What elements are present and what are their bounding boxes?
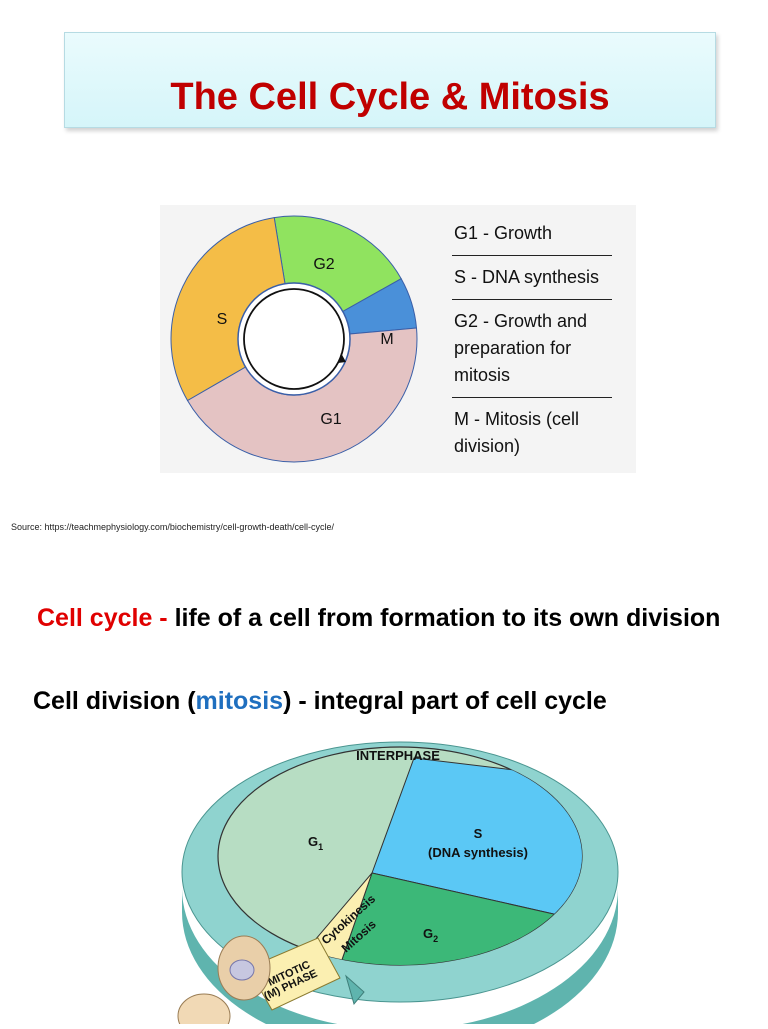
legend-divider (452, 299, 612, 300)
statement-prefix: Cell division ( (33, 687, 196, 715)
interphase-label: INTERPHASE (356, 748, 440, 763)
interphase-diagram: INTERPHASE G1 S (DNA synthesis) G2 Cytok… (168, 740, 628, 1029)
label-dna-synthesis: (DNA synthesis) (428, 845, 528, 860)
statement-term: mitosis (195, 687, 284, 715)
mitosis-statement: Cell division (mitosis) - integral part … (33, 684, 753, 718)
daughter-cell-icon (177, 993, 231, 1029)
label-g1: G1 (320, 411, 341, 428)
g2-letter: G (423, 926, 433, 941)
label-s: S (217, 311, 228, 328)
definition-text: life of a cell from formation to its own… (174, 604, 721, 632)
title-box: The Cell Cycle & Mitosis (64, 32, 716, 128)
cycle-arrow-icon (338, 353, 346, 363)
mitotic-arrow (247, 937, 341, 1011)
legend-item-g2: G2 - Growth and preparation for mitosis (454, 311, 588, 385)
definition-term: Cell cycle (37, 604, 153, 632)
mitotic-wedge (262, 872, 373, 965)
legend-item-g1: G1 - Growth (454, 223, 553, 243)
cell-cycle-legend: G1 - Growth S - DNA synthesis G2 - Growt… (452, 218, 614, 464)
g2-subscript: 2 (433, 934, 438, 944)
interphase-illustration: INTERPHASE G1 S (DNA synthesis) G2 Cytok… (177, 741, 619, 1029)
legend-item-m: M - Mitosis (cell division) (454, 409, 579, 456)
g1-subscript: 1 (318, 842, 323, 852)
label-g2: G2 (313, 256, 334, 273)
definition-separator: - (152, 604, 175, 632)
label-g2-phase: G2 (423, 926, 438, 944)
nucleus-icon (229, 959, 255, 981)
ring-arrowhead-icon (345, 974, 365, 1006)
label-m: M (380, 331, 393, 348)
legend-item-s: S - DNA synthesis (454, 267, 600, 287)
legend-divider (452, 397, 612, 398)
legend-divider (452, 255, 612, 256)
label-g1-phase: G1 (308, 834, 323, 852)
g1-letter: G (308, 834, 318, 849)
statement-suffix: ) - integral part of cell cycle (283, 687, 607, 715)
cell-cycle-definition: Cell cycle - life of a cell from formati… (37, 600, 757, 636)
source-citation: Source: https://teachmephysiology.com/bi… (11, 522, 334, 532)
cell-cycle-diagram: G2 M G1 S (160, 205, 636, 473)
cell-cycle-ring: G2 M G1 S (160, 205, 636, 473)
page-title: The Cell Cycle & Mitosis (170, 76, 610, 118)
label-s-phase: S (474, 826, 483, 841)
